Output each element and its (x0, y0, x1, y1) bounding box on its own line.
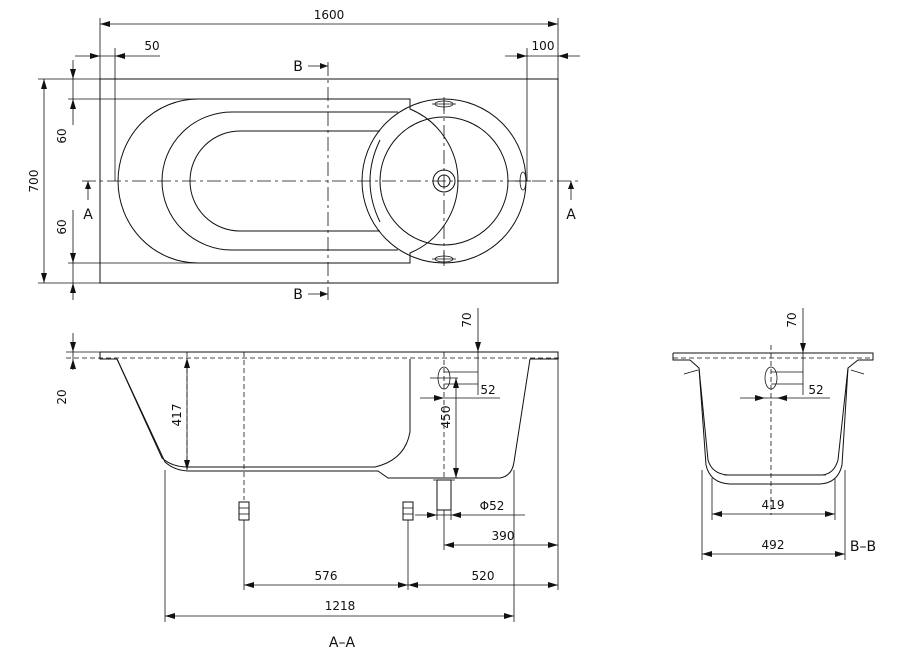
dim-left-rim: 50 (144, 39, 159, 53)
section-bb-label: B–B (850, 539, 876, 555)
dim-aa-overflow-from-top: 70 (460, 312, 474, 327)
dim-depth: 417 (170, 404, 184, 427)
section-marker-b-top: B (293, 59, 328, 75)
dim-aa-overflow-diameter: 52 (480, 383, 495, 397)
section-aa-label: A–A (329, 635, 356, 651)
section-aa: 20 417 70 52 450 Φ52 390 (55, 308, 560, 651)
aa-rim (99, 351, 559, 360)
dim-overall-width: 700 (27, 170, 41, 193)
bb-outer-shell (689, 359, 859, 485)
dim-bottom-length: 1218 (325, 599, 356, 613)
dim-bb-top-width: 492 (762, 538, 785, 552)
dim-drain-diameter: Φ52 (480, 499, 505, 513)
aa-inner-shell (116, 358, 411, 468)
dim-bb-overflow-diameter: 52 (808, 383, 823, 397)
dim-overflow-height: 450 (439, 406, 453, 429)
dim-right-rim: 100 (532, 39, 555, 53)
bb-overflow (764, 366, 778, 390)
bb-rim (672, 352, 874, 361)
svg-text:B: B (293, 59, 303, 75)
dim-bb-overflow-from-top: 70 (785, 312, 799, 327)
section-marker-b-bottom: B (293, 287, 328, 303)
aa-drain-pipe (436, 479, 452, 511)
svg-text:A: A (83, 207, 93, 223)
plan-view: 1600 50 100 700 60 60 (27, 8, 580, 303)
dim-bottom-rim: 60 (55, 219, 69, 234)
dim-overall-length: 1600 (314, 8, 345, 22)
dim-rim-height: 20 (55, 389, 69, 404)
dim-drain-offset: 390 (492, 529, 515, 543)
section-bb: 70 52 419 492 B–B (672, 308, 876, 560)
dim-top-rim: 60 (55, 128, 69, 143)
dim-leg-offset: 520 (472, 569, 495, 583)
svg-text:A: A (566, 207, 576, 223)
aa-leg-left (238, 501, 250, 535)
section-marker-a-left: A (83, 181, 93, 223)
dim-leg-spacing: 576 (315, 569, 338, 583)
dim-bb-bottom-width: 419 (762, 498, 785, 512)
section-marker-a-right: A (566, 181, 576, 223)
svg-text:B: B (293, 287, 303, 303)
aa-leg-right (402, 501, 414, 535)
aa-outer-shell (116, 358, 531, 479)
plan-basin-outer (117, 98, 459, 264)
